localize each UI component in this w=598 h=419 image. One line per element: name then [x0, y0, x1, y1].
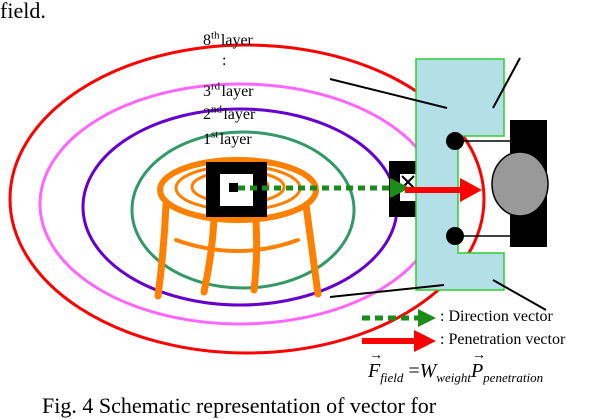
layer-8-ring [8, 43, 486, 355]
penetration-symbol: P [471, 348, 486, 383]
legend-direction-label: : Direction vector [440, 308, 553, 325]
schematic-figure [8, 43, 549, 355]
layer-1-ring [130, 130, 356, 290]
pointer-line-bottom [329, 284, 445, 298]
pointer-line-robot-top [492, 57, 521, 109]
layer-8-label: 8th layer [203, 29, 253, 49]
layer-2-label: 2nd layer [203, 103, 256, 123]
legend-direction-arrowhead [418, 309, 436, 327]
pointer-line-robot-bottom [492, 279, 547, 311]
field-equation: Ffield =WweightPpenetration [368, 348, 543, 386]
layer-ellipsis: : [222, 52, 227, 69]
force-symbol: F [368, 348, 383, 383]
field-marker-icon [206, 162, 267, 217]
direction-arrowhead [390, 178, 410, 198]
header-fragment: field. [0, 0, 46, 23]
pointer-line-top [329, 78, 448, 109]
figure-caption-fragment: Fig. 4 Schematic representation of vecto… [42, 393, 437, 418]
robot-icon [415, 58, 549, 291]
penetration-arrowhead [460, 178, 482, 202]
layer-3-label: 3rd layer [203, 80, 254, 100]
legend-penetration-label: : Penetration vector [440, 331, 566, 348]
legend-penetration-arrowhead [414, 330, 436, 352]
layer-1-label: 1st layer [203, 128, 252, 148]
